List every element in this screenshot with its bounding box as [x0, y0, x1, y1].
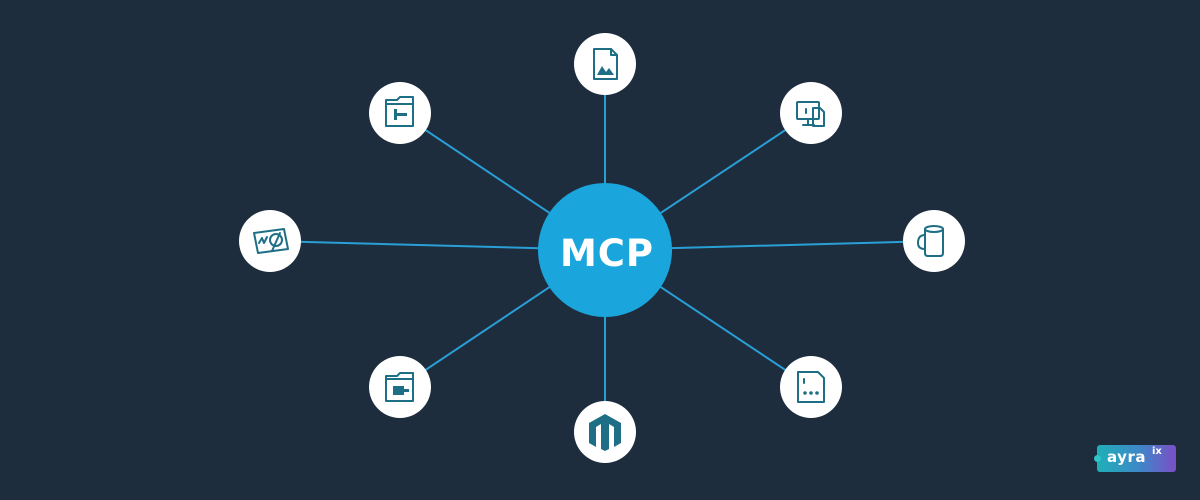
node-right — [903, 210, 965, 272]
mcp-hub-circle — [538, 183, 672, 317]
brand-dot — [1094, 455, 1101, 462]
brand-badge: ayra ix — [1094, 445, 1176, 472]
spoke-nodes — [239, 33, 965, 463]
node-top-right — [780, 82, 842, 144]
node-top-left — [369, 82, 431, 144]
node-circle-top-right — [780, 82, 842, 144]
mcp-hub-label: MCP — [560, 232, 654, 275]
node-top — [574, 33, 636, 95]
brand-superscript: ix — [1152, 446, 1162, 457]
node-left — [239, 210, 301, 272]
dotted-document-icon — [797, 371, 825, 403]
mcp-hub: MCP — [538, 183, 672, 317]
monitor-file-icon — [796, 101, 825, 127]
node-bottom — [574, 401, 636, 463]
node-bottom-left — [369, 356, 431, 418]
brand-name: ayra — [1107, 448, 1146, 466]
folder-minus-icon — [385, 96, 414, 127]
node-circle-bottom-right — [780, 356, 842, 418]
image-file-icon — [593, 48, 618, 80]
magento-logo-icon — [589, 414, 621, 451]
node-circle-right — [903, 210, 965, 272]
folder-plug-icon — [385, 372, 414, 402]
signature-tag-icon — [253, 228, 289, 254]
node-bottom-right — [780, 356, 842, 418]
node-circle-top — [574, 33, 636, 95]
mug-icon — [917, 225, 944, 257]
